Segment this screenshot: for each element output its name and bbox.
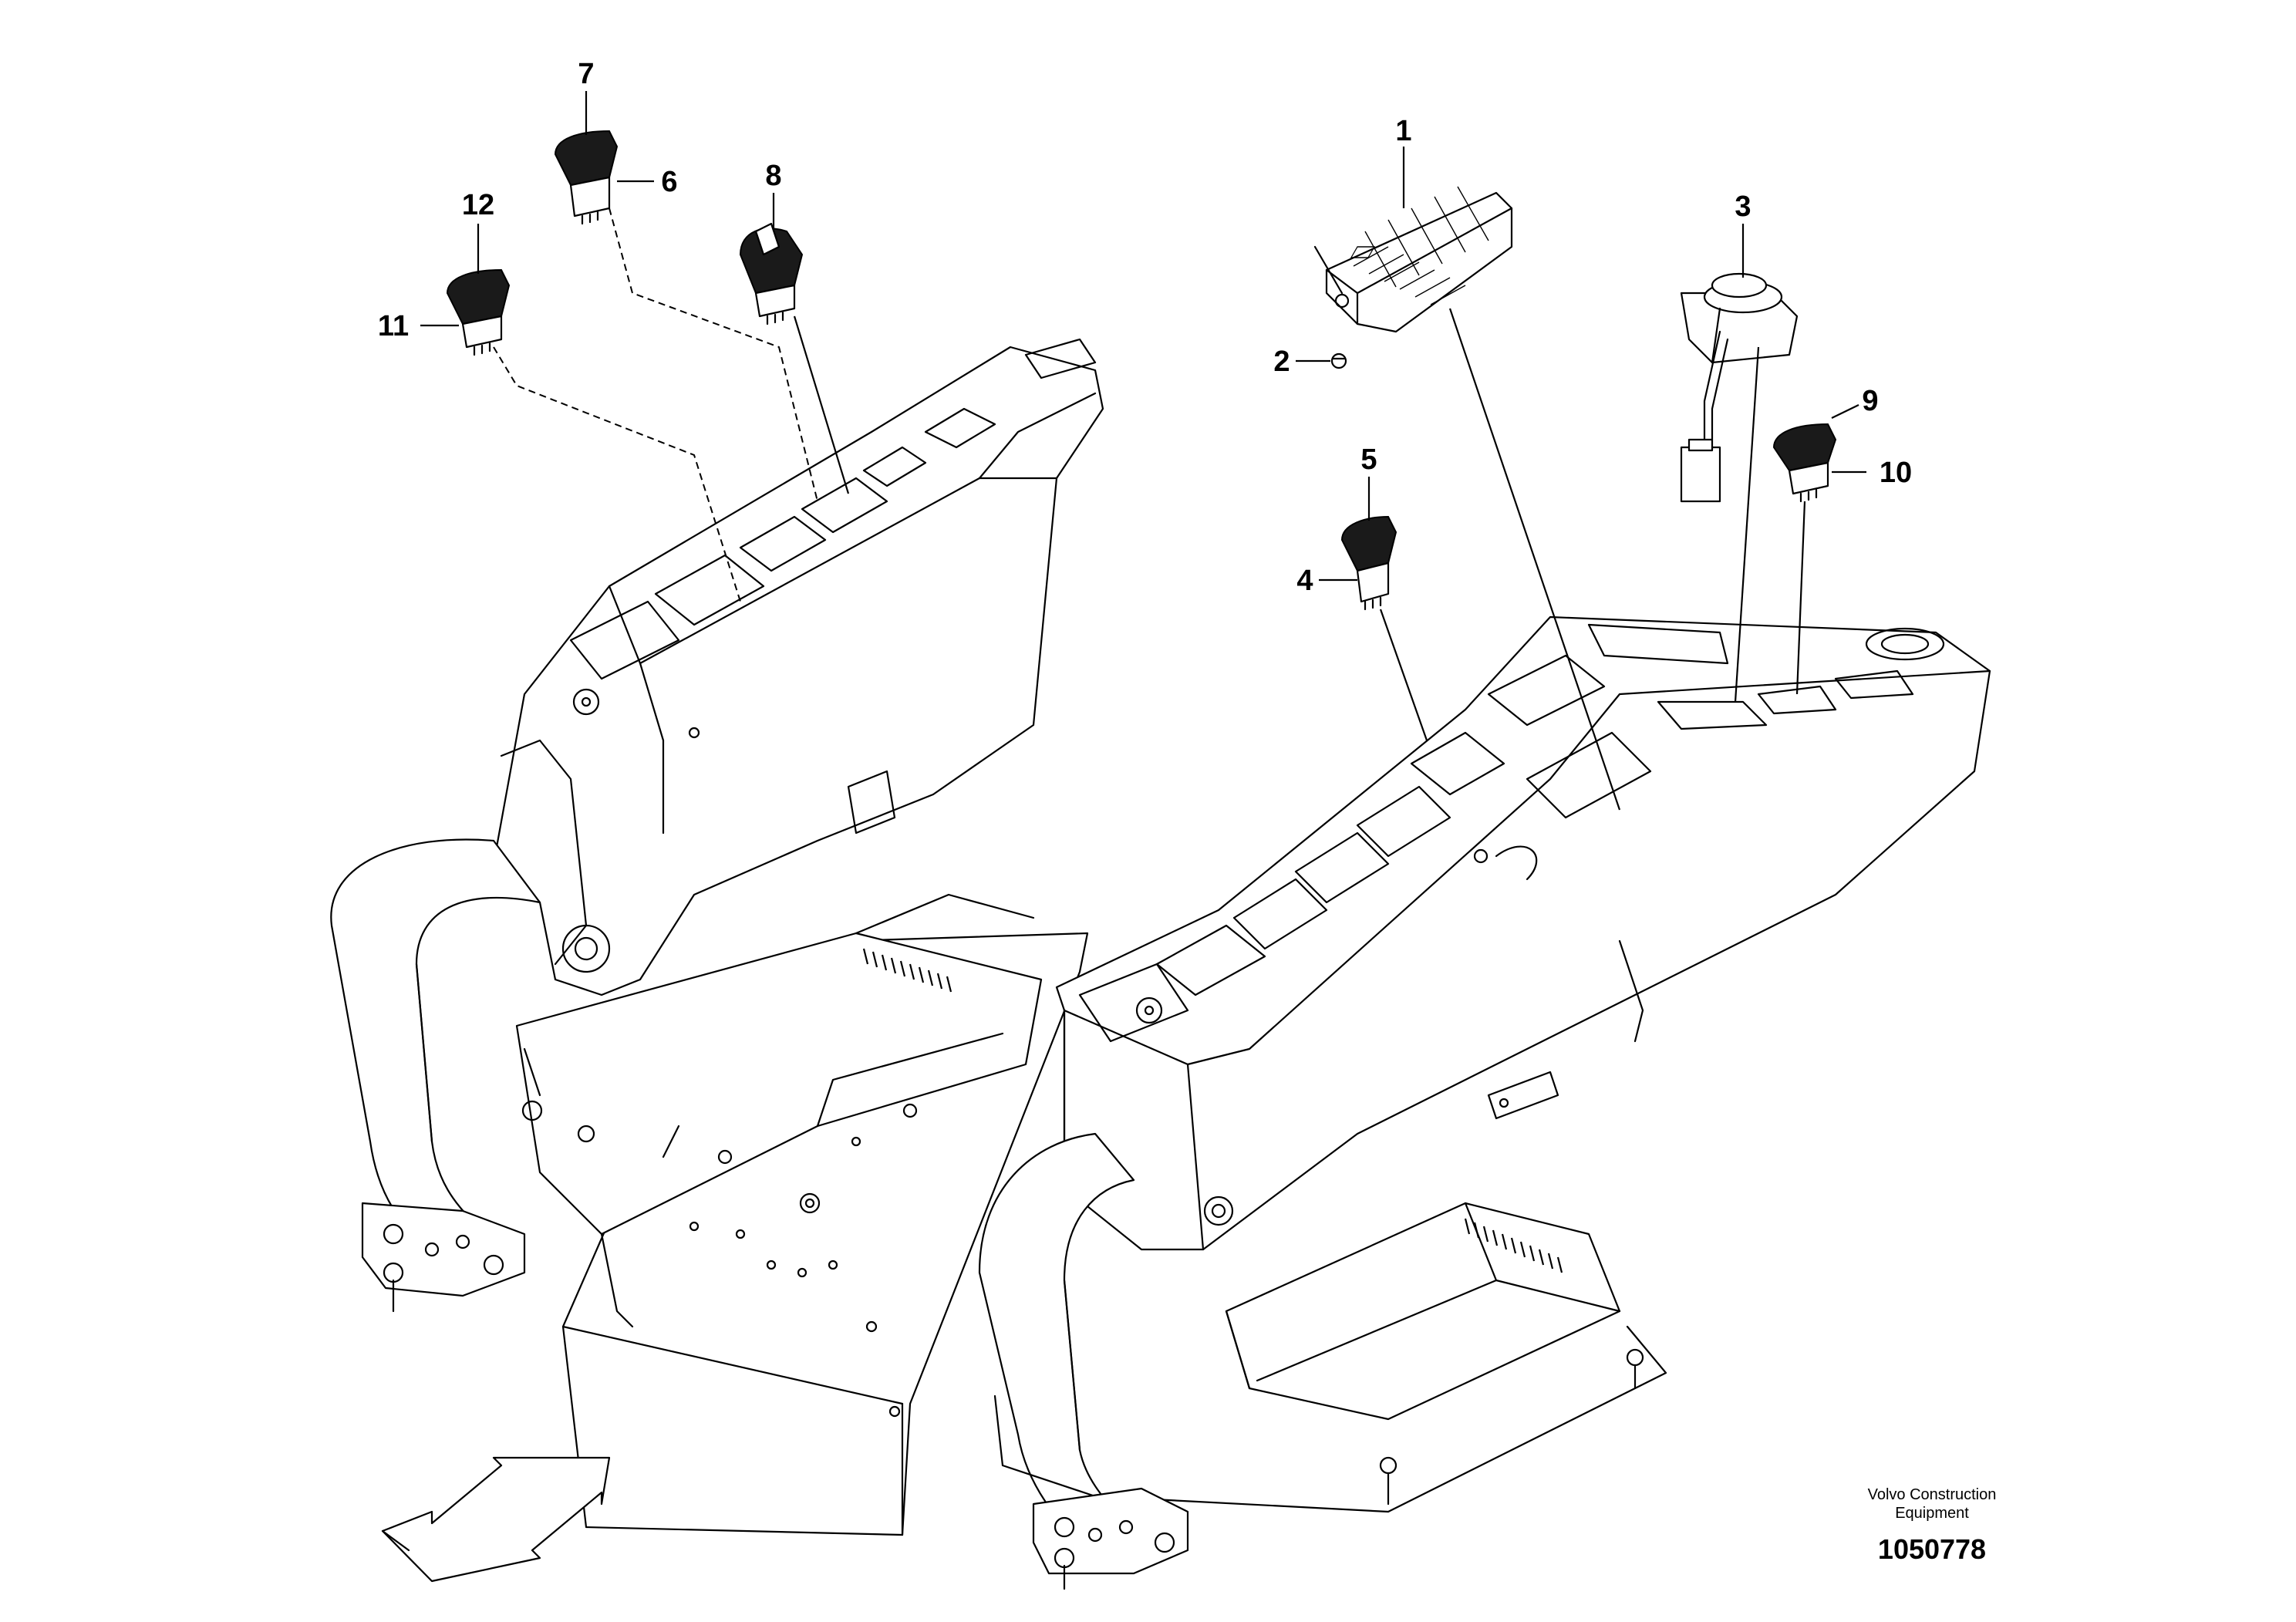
- direction-arrow-icon-edge: [381, 1529, 410, 1552]
- callout-labels: 1 2 3 4 5 6 7 8 9 10 11 12: [378, 58, 1912, 597]
- manufacturer-label: Volvo Construction Equipment: [1828, 1485, 2036, 1523]
- keypad-module: [1313, 186, 1513, 333]
- rocker-switch-5: [1340, 515, 1397, 611]
- manufacturer-line-2: Equipment: [1895, 1505, 1969, 1522]
- screw: [1330, 352, 1347, 369]
- callout-8: 8: [765, 160, 781, 192]
- callout-6: 6: [661, 166, 677, 198]
- leader-lines: [420, 91, 1866, 811]
- rotary-switch: [1680, 272, 1799, 503]
- callout-3: 3: [1735, 191, 1751, 223]
- direction-arrow-icon: [381, 1456, 611, 1583]
- keypad-buttons: [1350, 246, 1376, 258]
- callout-11: 11: [378, 310, 409, 342]
- callout-2: 2: [1273, 346, 1290, 378]
- rocker-switch-12: [446, 268, 511, 356]
- callout-7: 7: [578, 58, 594, 90]
- rocker-switch-7: [554, 130, 619, 225]
- manufacturer-line-1: Volvo Construction: [1867, 1486, 1997, 1503]
- right-control-console: [862, 615, 1991, 1590]
- rocker-switch-9: [1772, 423, 1837, 503]
- callout-4: 4: [1296, 565, 1313, 597]
- callout-10: 10: [1880, 457, 1912, 489]
- callout-1: 1: [1395, 115, 1411, 147]
- left-control-console: [330, 338, 1104, 1328]
- callout-9: 9: [1862, 385, 1878, 417]
- callout-5: 5: [1360, 443, 1377, 476]
- callout-12: 12: [462, 189, 494, 221]
- document-number: 1050778: [1877, 1533, 1987, 1565]
- vent-slots: [862, 948, 1563, 1273]
- rocker-switch-8: [739, 222, 804, 325]
